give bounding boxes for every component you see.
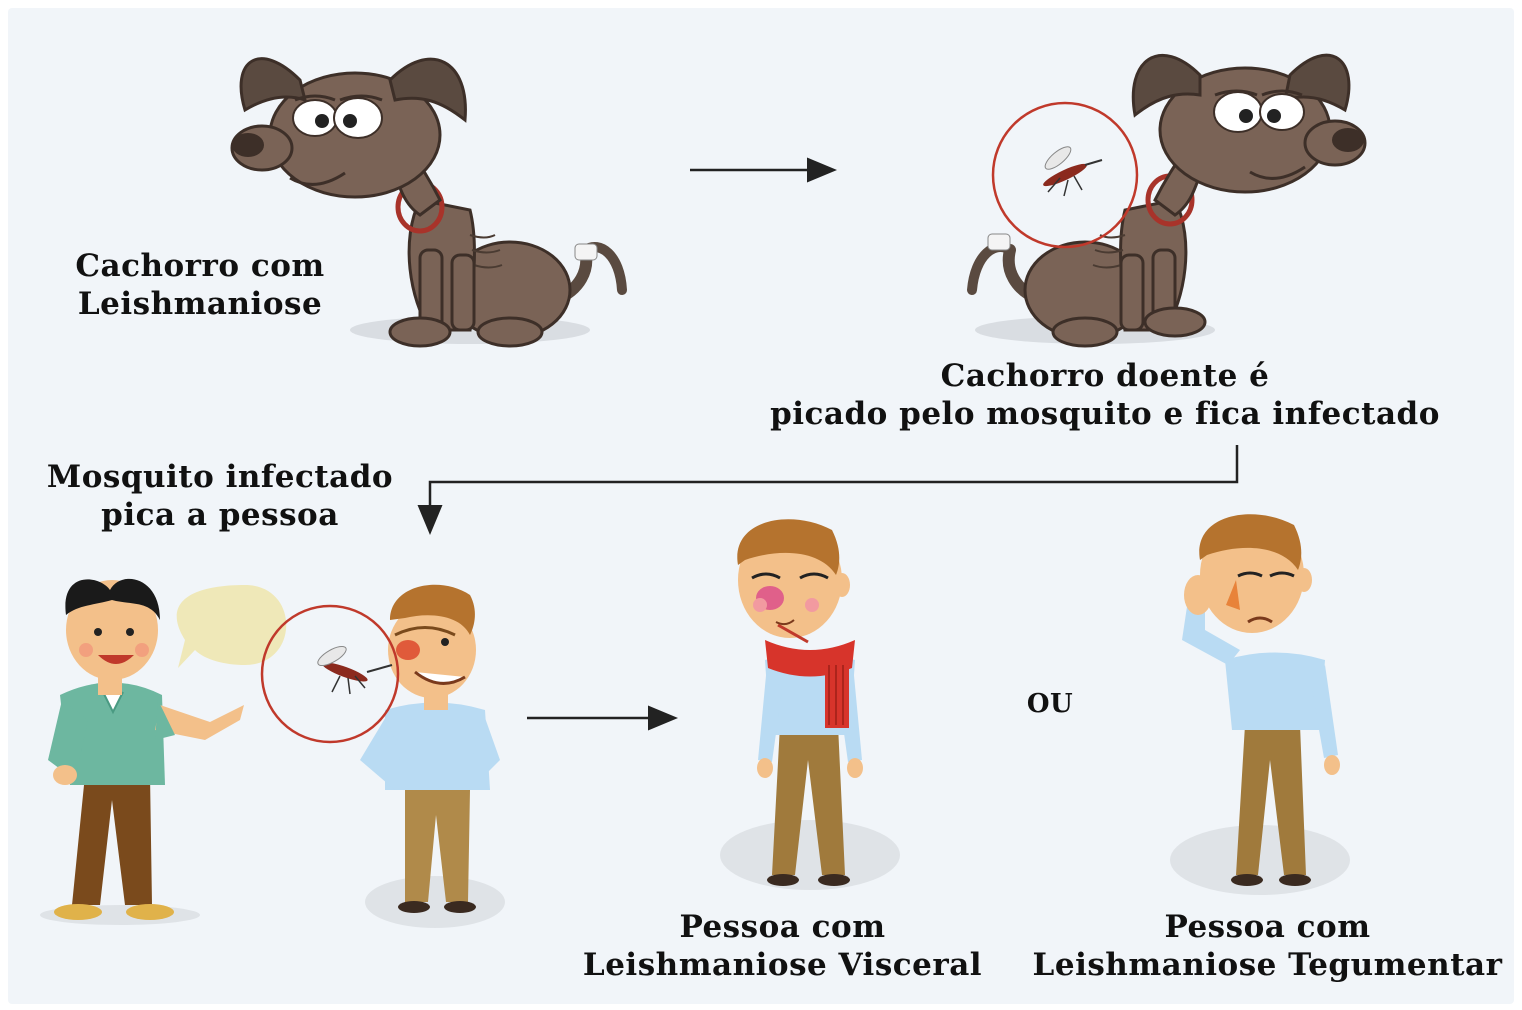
label-tegumentar-line2: Leishmaniose Tegumentar [1032, 947, 1503, 983]
label-mosquito-bites-person: Mosquito infectado pica a pessoa [30, 458, 410, 534]
cheek-lesion-man-icon [1170, 514, 1350, 895]
label-mosquito-line1: Mosquito infectado [46, 459, 394, 495]
label-visceral-line1: Pessoa com [679, 909, 886, 945]
label-dog-bitten-line2: picado pelo mosquito e fica infectado [770, 396, 1440, 432]
talking-man-icon [40, 578, 244, 925]
label-tegumentar: Pessoa com Leishmaniose Tegumentar [1020, 908, 1515, 984]
arrow-dog-to-person [417, 445, 1239, 535]
sick-dog-icon [230, 57, 627, 348]
label-or: OU [1010, 685, 1090, 723]
label-visceral: Pessoa com Leishmaniose Visceral [565, 908, 1000, 984]
mosquito-icon [1043, 146, 1103, 197]
label-dog-bitten: Cachorro doente é picado pelo mosquito e… [750, 357, 1460, 433]
bitten-person-icon [260, 584, 505, 928]
label-mosquito-line2: pica a pessoa [101, 497, 339, 533]
label-sick-dog-line2: Leishmaniose [77, 286, 323, 322]
label-sick-dog-line1: Cachorro com [75, 248, 325, 284]
bite-highlight-circle-2 [260, 604, 400, 744]
mosquito-icon-2 [317, 645, 393, 695]
sick-man-icon [720, 519, 900, 890]
label-sick-dog: Cachorro com Leishmaniose [60, 247, 340, 323]
bite-highlight-circle [991, 101, 1139, 249]
label-or-text: OU [1026, 689, 1074, 719]
bitten-dog-icon [967, 53, 1367, 348]
scarf-icon [765, 640, 855, 728]
label-tegumentar-line1: Pessoa com [1164, 909, 1371, 945]
label-dog-bitten-line1: Cachorro doente é [940, 358, 1270, 394]
speech-bubble [176, 585, 287, 668]
label-visceral-line2: Leishmaniose Visceral [582, 947, 983, 983]
thermometer-icon [777, 623, 809, 644]
